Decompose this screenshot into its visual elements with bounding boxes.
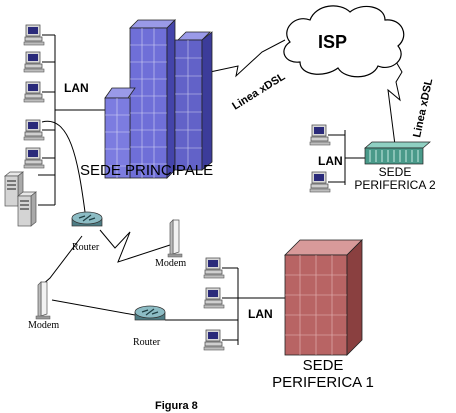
sede-p1-line2: PERIFERICA 1 bbox=[272, 374, 374, 391]
cloud-icon bbox=[283, 5, 405, 78]
figure-caption: Figura 8 bbox=[155, 400, 198, 412]
desktop-computer-icon bbox=[309, 171, 331, 193]
modem-right-label: Modem bbox=[155, 258, 186, 269]
server-tower-icon bbox=[17, 191, 37, 227]
router-icon bbox=[71, 211, 103, 227]
lan-p2-label: LAN bbox=[318, 154, 343, 168]
xdsl-right-label: Linea xDSL bbox=[411, 77, 435, 138]
modem-icon bbox=[35, 281, 51, 320]
p2-building-icon bbox=[364, 141, 431, 165]
router-top-label: Router bbox=[72, 242, 100, 253]
sede-principale-label: SEDE PRINCIPALE bbox=[80, 162, 213, 179]
desktop-computer-icon bbox=[203, 287, 225, 309]
lan-main-label: LAN bbox=[64, 81, 89, 95]
sede-p2-line2: PERIFERICA 2 bbox=[354, 178, 436, 192]
xdsl-left-label: Linea xDSL bbox=[230, 70, 287, 112]
sede-p1-line1: SEDE bbox=[303, 357, 344, 374]
lan-p1-label: LAN bbox=[248, 307, 273, 321]
desktop-computer-icon bbox=[23, 81, 45, 103]
isp-label: ISP bbox=[318, 32, 347, 52]
desktop-computer-icon bbox=[23, 51, 45, 73]
desktop-computer-icon bbox=[203, 257, 225, 279]
desktop-computer-icon bbox=[23, 24, 45, 46]
modem-icon bbox=[167, 219, 183, 258]
p1-building-icon bbox=[284, 239, 363, 356]
router-icon bbox=[134, 305, 166, 321]
sede-p2-line1: SEDE bbox=[379, 165, 412, 179]
modem-left-label: Modem bbox=[28, 320, 59, 331]
desktop-computer-icon bbox=[309, 124, 331, 146]
hq-building-icon bbox=[104, 19, 213, 179]
desktop-computer-icon bbox=[23, 119, 45, 141]
desktop-computer-icon bbox=[203, 329, 225, 351]
desktop-computer-icon bbox=[23, 147, 45, 169]
router-bottom-label: Router bbox=[133, 337, 161, 348]
